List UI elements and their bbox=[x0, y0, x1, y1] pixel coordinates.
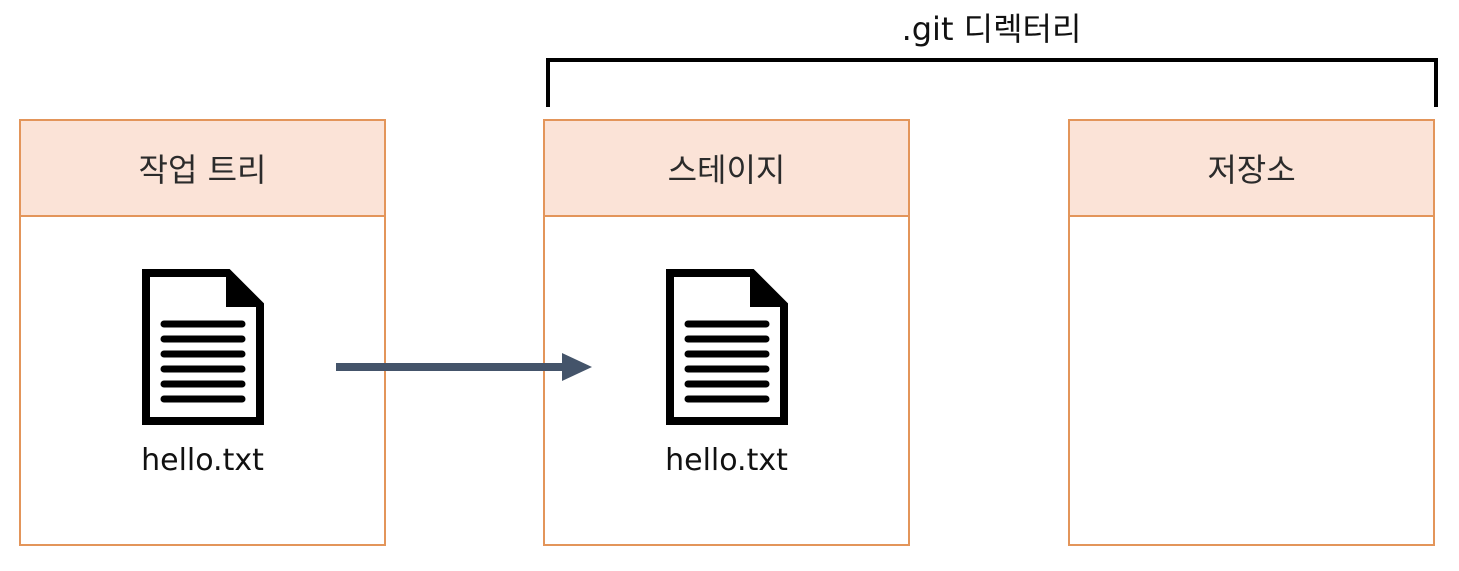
panel-header-stage: 스테이지 bbox=[545, 121, 908, 217]
file-item-working-tree: hello.txt bbox=[21, 269, 384, 481]
panel-header-working-tree: 작업 트리 bbox=[21, 121, 384, 217]
document-icon bbox=[665, 269, 788, 425]
file-item-stage: hello.txt bbox=[545, 269, 908, 481]
file-name-stage: hello.txt bbox=[665, 443, 788, 478]
panel-title-stage: 스테이지 bbox=[667, 151, 786, 189]
file-name-working-tree: hello.txt bbox=[141, 443, 264, 478]
panel-working-tree: 작업 트리 hello.txt bbox=[19, 119, 386, 546]
git-directory-label: .git 디렉터리 bbox=[901, 10, 1082, 48]
panel-header-repository: 저장소 bbox=[1070, 121, 1433, 217]
panel-title-working-tree: 작업 트리 bbox=[138, 151, 267, 189]
panel-repository: 저장소 bbox=[1068, 119, 1435, 546]
arrow-right-icon bbox=[336, 353, 592, 381]
panel-stage: 스테이지 hello.txt bbox=[543, 119, 910, 546]
git-directory-bracket bbox=[546, 58, 1438, 107]
panel-title-repository: 저장소 bbox=[1207, 151, 1296, 189]
document-icon bbox=[141, 269, 264, 425]
